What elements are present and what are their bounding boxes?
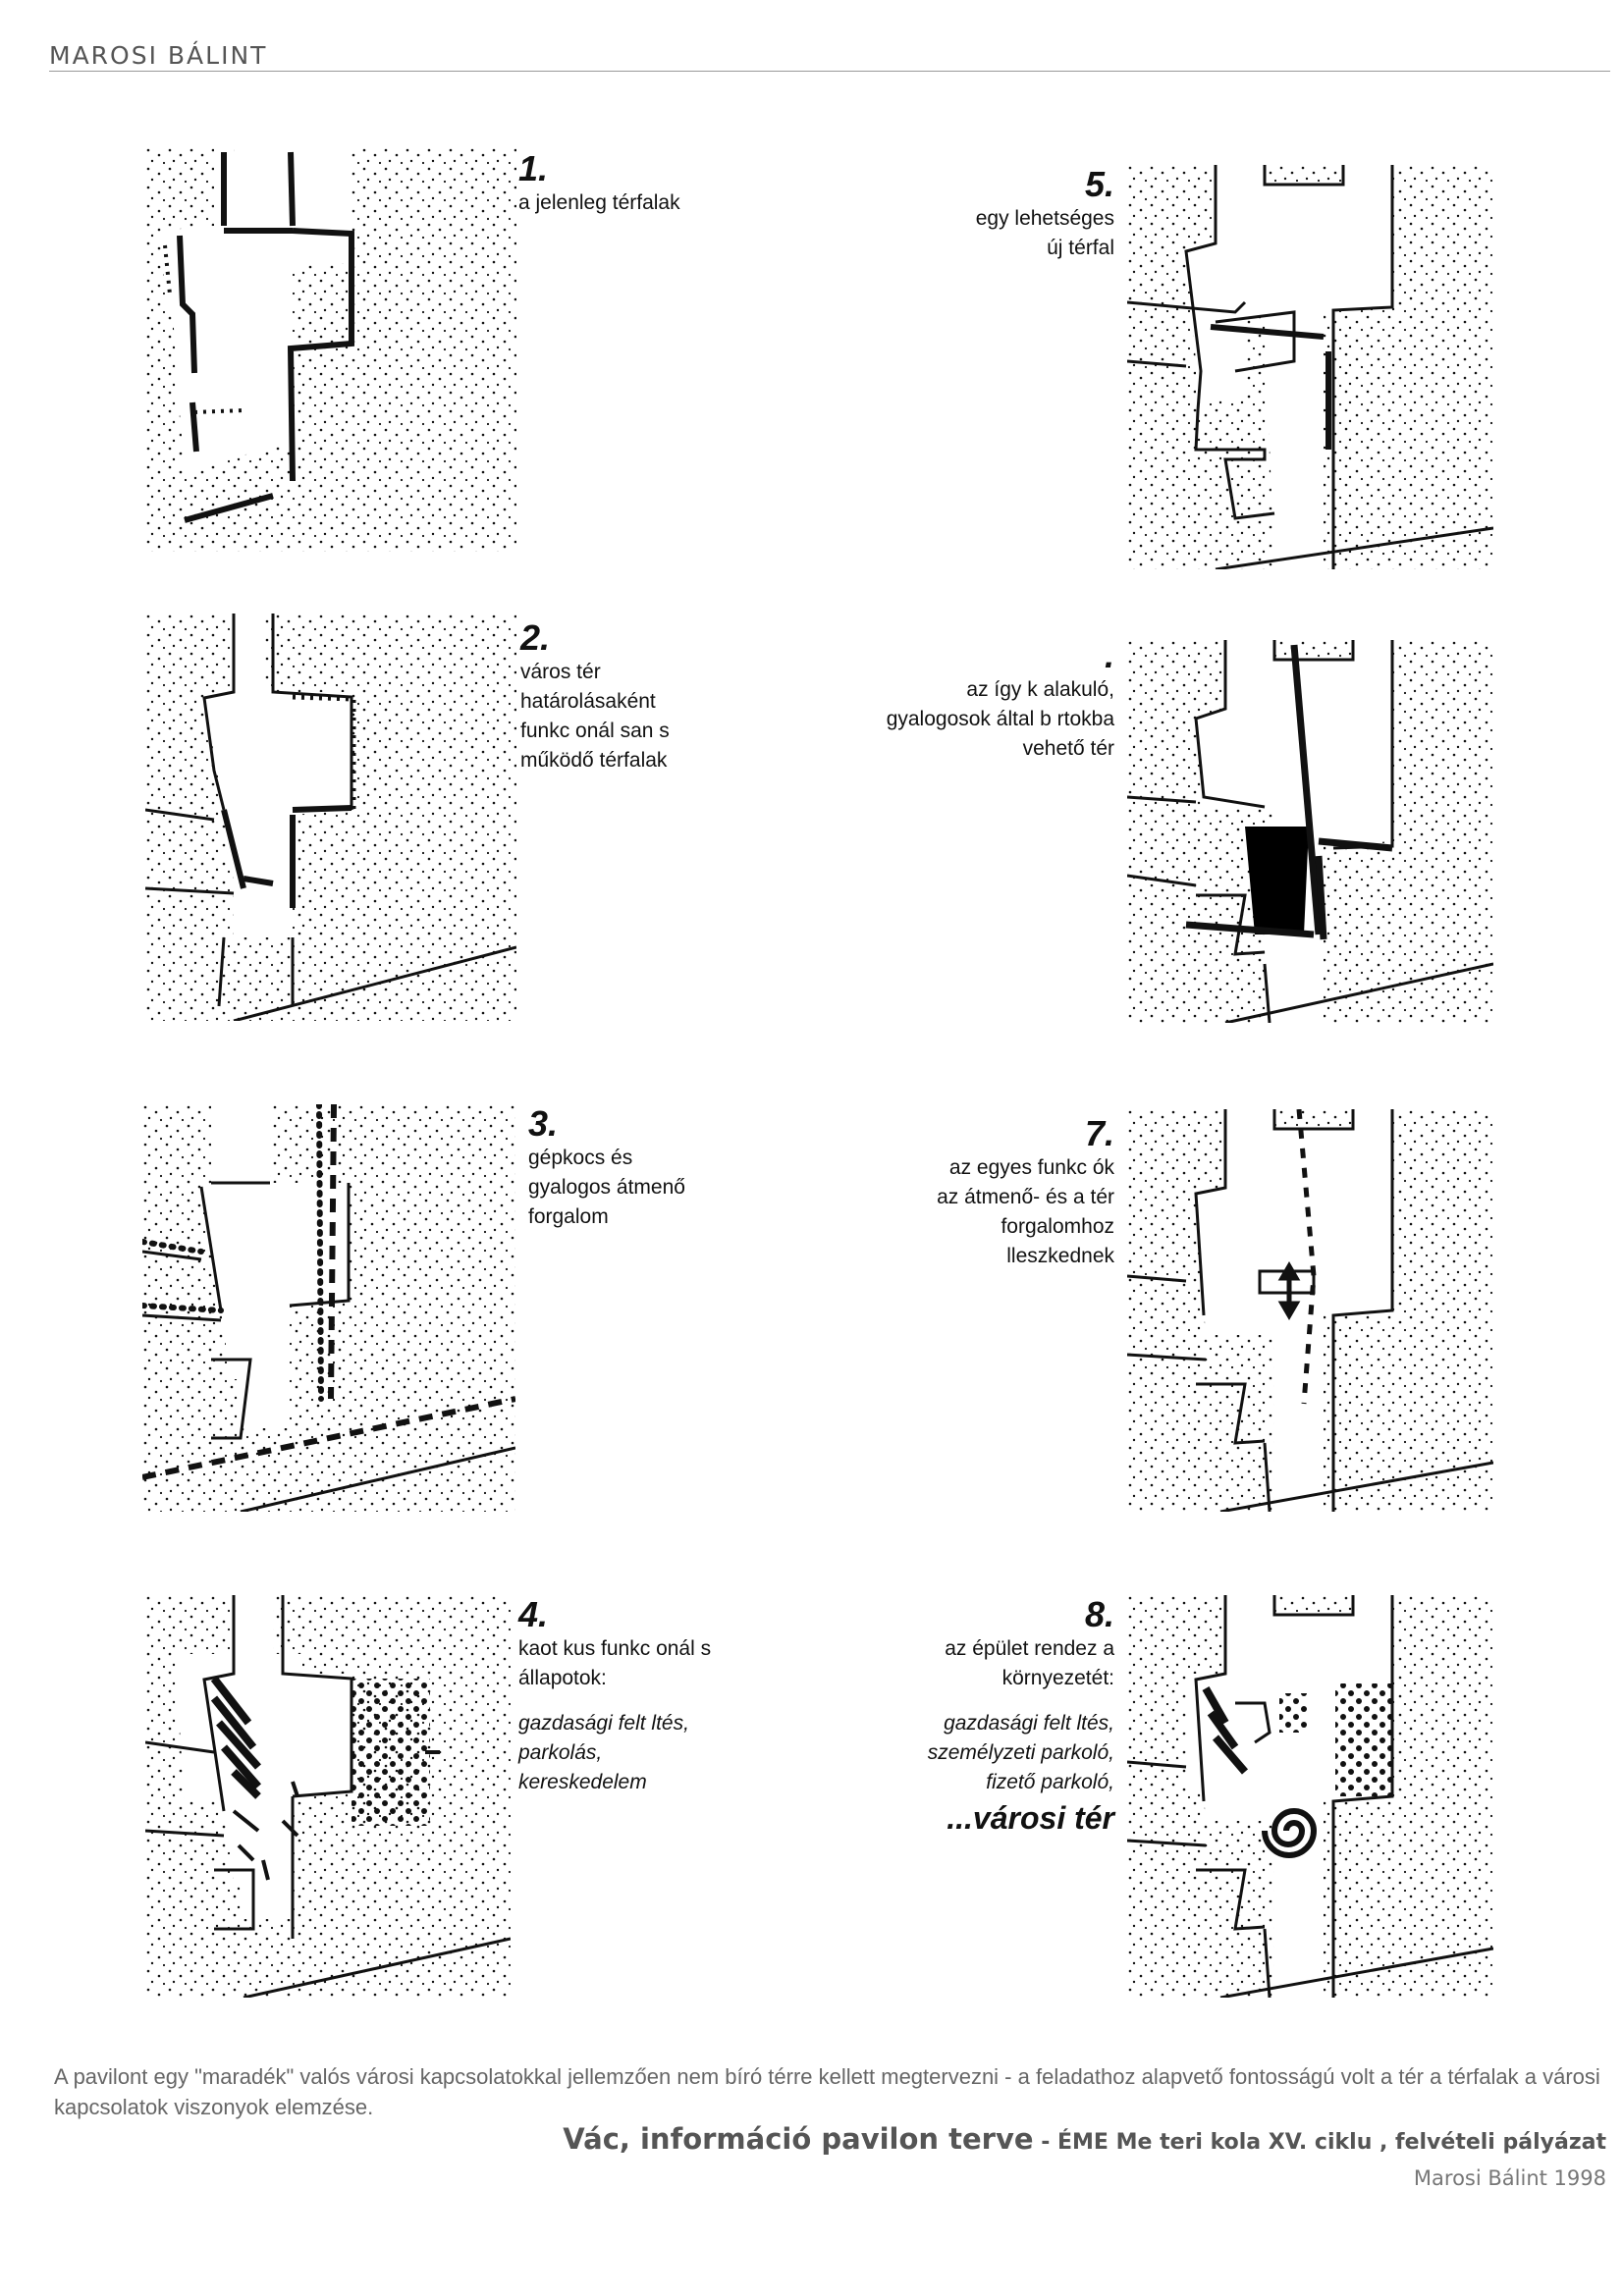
panel-6-line-2: gyalogosok által b rtokba	[886, 708, 1114, 730]
panel-7-line-4: lleszkednek	[1006, 1245, 1114, 1267]
panel-1-number: 1.	[518, 148, 549, 188]
project-subtitle: - ÉME Me teri kola XV. ciklu , felvételi…	[1033, 2130, 1606, 2155]
panel-5-line-2: új térfal	[1047, 237, 1114, 259]
caption-panel-2: 2. város tér határolásaként funkc onál s…	[520, 618, 776, 775]
panel-2-line-1: város tér	[520, 661, 601, 683]
sketch-5-new-wall	[1127, 165, 1493, 569]
header-divider	[49, 71, 1610, 72]
panel-6-line-1: az így k alakuló,	[966, 678, 1114, 701]
panel-4-italic-2: parkolás,	[518, 1741, 603, 1764]
panel-2-line-2: határolásaként	[520, 690, 656, 713]
panel-8-number: 8.	[1084, 1594, 1114, 1634]
panel-3-number: 3.	[528, 1103, 559, 1144]
panel-4-number: 4.	[518, 1594, 549, 1634]
panel-2-line-3: funkc onál san s	[520, 720, 670, 742]
panel-2-line-4: működő térfalak	[520, 749, 668, 772]
caption-panel-5: 5. egy lehetséges új térfal	[864, 165, 1114, 263]
panel-4-line-1: kaot kus funkc onál s	[518, 1637, 712, 1660]
panel-8-italic-3: fizető parkoló,	[986, 1771, 1114, 1793]
footer-author-year: Marosi Bálint 1998	[1413, 2166, 1606, 2190]
panel-6-number: .	[1104, 635, 1114, 675]
panel-7-line-3: forgalomhoz	[1001, 1215, 1114, 1238]
panel-7-number: 7.	[1084, 1113, 1114, 1153]
panel-7-line-2: az átmenő- és a tér	[937, 1186, 1114, 1208]
caption-panel-6: . az így k alakuló, gyalogosok által b r…	[815, 636, 1114, 764]
caption-panel-7: 7. az egyes funkc ók az átmenő- és a tér…	[864, 1114, 1114, 1271]
panel-8-line-1: az épület rendez a	[945, 1637, 1114, 1660]
sketch-3-traffic	[142, 1104, 515, 1512]
caption-panel-3: 3. gépkocs és gyalogos átmenő forgalom	[528, 1104, 784, 1232]
caption-panel-1: 1. a jelenleg térfalak	[518, 149, 774, 218]
footer-title: Vác, információ pavilon terve - ÉME Me t…	[563, 2122, 1606, 2156]
panel-8-italic-1: gazdasági felt ltés,	[944, 1712, 1114, 1735]
panel-8-highlight: ...városi tér	[947, 1800, 1114, 1836]
project-title: Vác, információ pavilon terve	[563, 2122, 1034, 2156]
footer-description: A pavilont egy "maradék" valós városi ka…	[54, 2064, 1600, 2119]
sketch-2-functional-walls	[145, 614, 516, 1021]
header-author: MAROSI BÁLINT	[49, 41, 268, 70]
panel-5-line-1: egy lehetséges	[975, 207, 1114, 230]
panel-2-number: 2.	[520, 617, 551, 658]
caption-panel-8: 8. az épület rendez a környezetét: gazda…	[864, 1595, 1114, 1839]
panel-8-line-2: környezetét:	[1001, 1667, 1114, 1689]
panel-1-line-1: a jelenleg térfalak	[518, 191, 680, 214]
panel-8-italic-2: személyzeti parkoló,	[927, 1741, 1114, 1764]
panel-3-line-1: gépkocs és	[528, 1147, 633, 1169]
panel-4-italic-1: gazdasági felt ltés,	[518, 1712, 689, 1735]
panel-5-number: 5.	[1084, 164, 1114, 204]
panel-3-line-2: gyalogos átmenő	[528, 1176, 685, 1199]
sketch-4-chaotic-functions	[145, 1595, 511, 1998]
panel-6-line-3: vehető tér	[1022, 737, 1114, 760]
sketch-7-traffic-fit	[1127, 1109, 1493, 1512]
panel-3-line-3: forgalom	[528, 1205, 609, 1228]
caption-panel-4: 4. kaot kus funkc onál s állapotok: gazd…	[518, 1595, 774, 1797]
sketch-8-building-order	[1127, 1595, 1493, 1998]
panel-4-italic-3: kereskedelem	[518, 1771, 647, 1793]
sketch-1-current-walls	[145, 147, 516, 552]
panel-7-line-1: az egyes funkc ók	[948, 1156, 1114, 1179]
sketch-6-pedestrian-space	[1127, 640, 1493, 1023]
panel-4-line-2: állapotok:	[518, 1667, 607, 1689]
